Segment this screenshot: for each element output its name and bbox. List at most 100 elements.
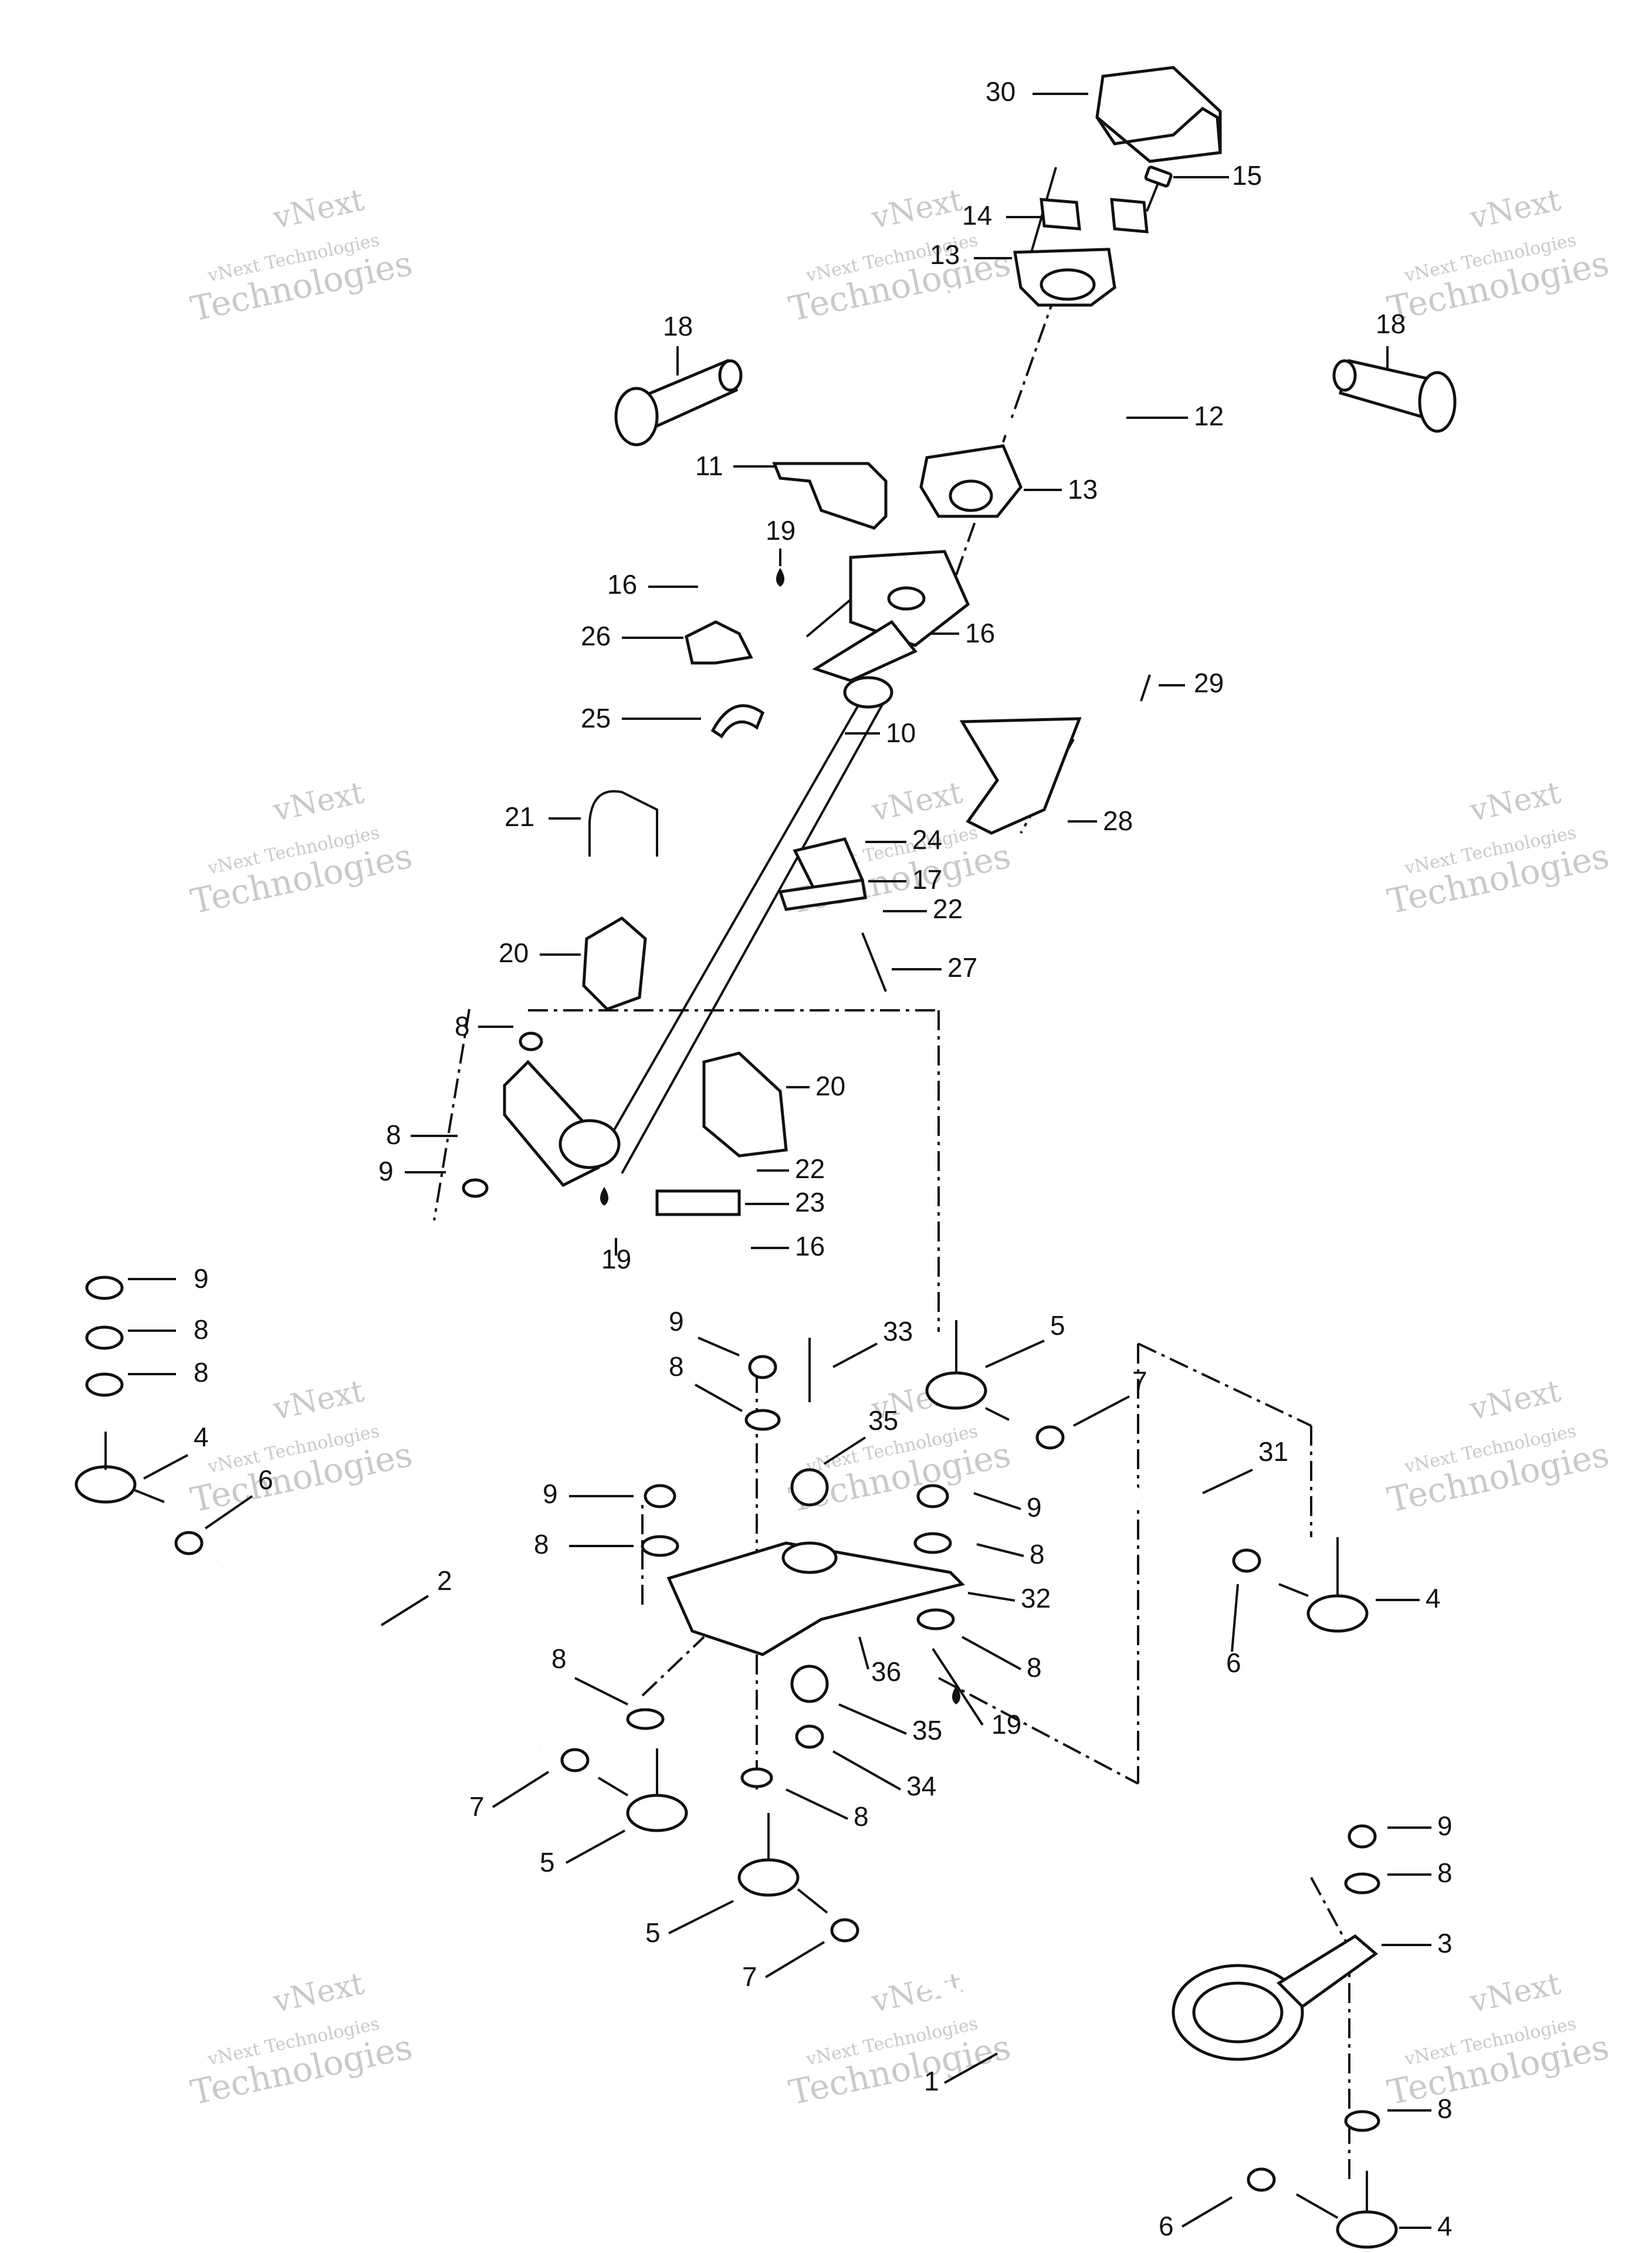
watermark-text: vNext <box>868 182 966 236</box>
callout-label-30: 30 <box>986 76 1015 107</box>
upper-clamp <box>1013 248 1116 307</box>
callout-label-7: 7 <box>469 1791 485 1822</box>
column-bushing-lower <box>582 916 647 1011</box>
watermark-text: vNext <box>270 775 367 828</box>
callout-label-9: 9 <box>543 1479 558 1509</box>
callout-label-13: 13 <box>1068 474 1098 505</box>
column-bushing <box>710 704 765 739</box>
callout-label-19: 19 <box>601 1244 631 1274</box>
callout-leader <box>574 1677 628 1706</box>
callout-leader <box>698 1337 740 1356</box>
callout-leader <box>492 1771 550 1808</box>
callout-label-26: 26 <box>581 621 611 651</box>
column-support-clamp <box>778 837 867 911</box>
callout-leader <box>764 1941 825 1978</box>
link-rod <box>1090 1461 1195 1537</box>
callout-leader <box>962 1636 1021 1670</box>
callout-label-9: 9 <box>669 1306 684 1337</box>
callout-label-15: 15 <box>1232 160 1262 191</box>
callout-leader <box>944 2052 998 2084</box>
callout-label-17: 17 <box>912 864 942 895</box>
callout-label-19: 19 <box>991 1709 1021 1740</box>
ball-joint-lower-right <box>1247 2167 1398 2249</box>
callout-label-23: 23 <box>795 1187 825 1217</box>
callout-label-24: 24 <box>912 824 942 855</box>
clamp-bolt <box>1144 165 1173 212</box>
callout-label-8: 8 <box>551 1643 567 1674</box>
callout-label-9: 9 <box>378 1156 394 1186</box>
column-clamp <box>685 620 753 665</box>
callout-label-8: 8 <box>669 1351 684 1382</box>
steering-arm <box>666 1541 965 1656</box>
callout-label-28: 28 <box>1103 806 1133 836</box>
bracket-bolt <box>1140 674 1151 702</box>
ball-joint-right <box>1232 1537 1369 1633</box>
grip-right <box>1332 359 1457 433</box>
pitman-arm <box>462 1031 621 1198</box>
callout-leader <box>786 1788 848 1820</box>
handlebar <box>847 273 1323 437</box>
callout-label-16: 16 <box>795 1231 825 1261</box>
callout-label-6: 6 <box>258 1464 273 1495</box>
callout-label-25: 25 <box>581 703 611 733</box>
callout-label-1: 1 <box>924 2066 939 2096</box>
ball-joint-upper <box>925 1320 1065 1450</box>
callout-label-32: 32 <box>1021 1583 1051 1613</box>
callout-label-29: 29 <box>1194 668 1224 698</box>
plate-23 <box>655 1189 741 1216</box>
callout-label-22: 22 <box>795 1153 825 1184</box>
callout-label-8: 8 <box>455 1011 470 1041</box>
callout-label-7: 7 <box>742 1961 757 1992</box>
callout-label-31: 31 <box>1258 1436 1288 1467</box>
watermark-text: vNext <box>1467 775 1564 828</box>
callout-label-16: 16 <box>965 618 995 648</box>
grip-left <box>614 358 743 446</box>
callout-leader <box>143 1454 188 1480</box>
washers-side <box>626 1484 955 1730</box>
callout-leader <box>985 1339 1045 1368</box>
callout-label-8: 8 <box>1030 1539 1045 1569</box>
callout-label-13: 13 <box>930 239 960 270</box>
callout-leader <box>1202 1469 1253 1494</box>
watermark-text: vNext <box>270 1374 367 1427</box>
u-bolt <box>588 790 658 857</box>
callout-leader <box>967 1592 1015 1602</box>
callout-leader <box>695 1383 743 1412</box>
callout-label-14: 14 <box>962 200 992 231</box>
watermark-text: vNext <box>1467 1966 1564 2019</box>
callout-label-12: 12 <box>1194 401 1224 431</box>
ball-joint-left <box>75 1432 165 1504</box>
handlebar-clamps <box>1040 198 1149 234</box>
callout-leader <box>566 1829 625 1864</box>
callout-leader <box>832 1342 878 1368</box>
steering-column <box>591 550 970 1174</box>
ball-joint-lower-center <box>737 1813 859 1943</box>
callout-leader <box>1231 1584 1239 1652</box>
callout-label-10: 10 <box>886 718 916 748</box>
callout-leader <box>380 1595 429 1626</box>
support-bolt <box>861 932 887 992</box>
watermark-text: vNext <box>1467 1374 1564 1427</box>
callout-label-33: 33 <box>883 1316 913 1347</box>
callout-label-20: 20 <box>815 1071 845 1101</box>
callout-leader <box>668 1900 734 1934</box>
watermark-text: vNext <box>868 775 966 828</box>
watermark-text: vNext <box>270 182 367 236</box>
callout-label-22: 22 <box>933 894 963 924</box>
washer-stack-left <box>85 1276 204 1555</box>
callout-label-19: 19 <box>766 515 795 546</box>
bushing-block <box>702 1051 788 1158</box>
callout-label-20: 20 <box>499 938 529 968</box>
grease-drop-icon <box>952 1686 960 1704</box>
callout-label-8: 8 <box>194 1314 209 1345</box>
callout-label-8: 8 <box>194 1357 209 1388</box>
